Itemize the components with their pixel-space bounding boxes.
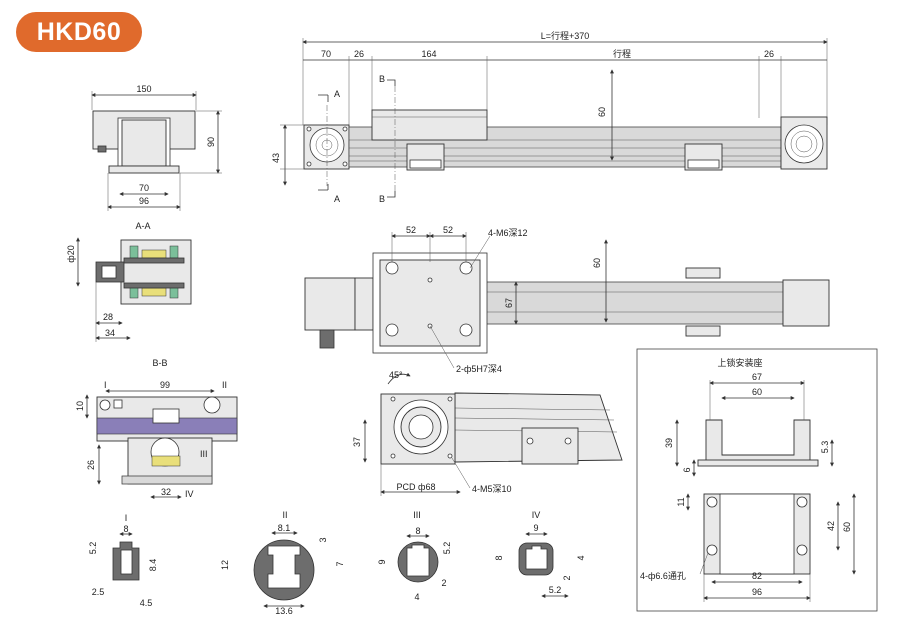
- dim-34: 34: [105, 328, 115, 338]
- slot-4-dim-5-2: 5.2: [549, 585, 562, 595]
- dim-stroke: 行程: [613, 48, 631, 59]
- section-b-b: B-B 99 I II 10 26 32 III IV: [75, 358, 238, 499]
- dim-28: 28: [103, 312, 113, 322]
- mount-title: 上锁安装座: [717, 357, 762, 368]
- dim-70-end: 70: [139, 183, 149, 193]
- dim-164: 164: [421, 49, 436, 59]
- slot-3-label: III: [413, 510, 421, 520]
- roman-2: II: [222, 380, 227, 390]
- dim-26-left: 26: [354, 49, 364, 59]
- slot-2-dim-13-6: 13.6: [275, 606, 293, 616]
- motor-view: 45° 37 PCD ф68 4-M5深10: [352, 370, 623, 496]
- slot-1-dim-5-2: 5.2: [88, 542, 98, 555]
- slot-1-dim-8-4: 8.4: [148, 559, 158, 572]
- slot-3-dim-2: 2: [441, 578, 446, 588]
- dim-52-a: 52: [406, 225, 416, 235]
- section-b-top: B: [379, 74, 385, 84]
- slot-3-dim-8: 8: [415, 526, 420, 536]
- slot-detail-2: II 8.1 3 12 7 13.6: [220, 510, 345, 616]
- label-b-b: B-B: [152, 358, 167, 368]
- mount-box: 上锁安装座 67 60 39 6 5.3 11 42 60 82 96 4-ф6…: [636, 348, 878, 612]
- label-pin: 2-ф5H7深4: [456, 364, 502, 374]
- roman-4: IV: [185, 489, 194, 499]
- slot-4-dim-8: 8: [494, 555, 504, 560]
- dim-60-mount: 60: [752, 387, 762, 397]
- side-view: 52 52 4-M6深12 60 67 2-ф5H7深4: [304, 225, 830, 374]
- slot-2-dim-12: 12: [220, 560, 230, 570]
- dim-99: 99: [160, 380, 170, 390]
- slot-2-dim-8-1: 8.1: [278, 523, 291, 533]
- dim-dia20: ф20: [66, 245, 76, 262]
- slot-1-label: I: [125, 513, 128, 523]
- dim-96-mount: 96: [752, 587, 762, 597]
- slot-2-dim-3: 3: [318, 537, 328, 542]
- dim-10: 10: [75, 401, 85, 411]
- slot-4-label: IV: [532, 510, 541, 520]
- dim-32: 32: [161, 487, 171, 497]
- dim-70: 70: [321, 49, 331, 59]
- roman-1: I: [104, 380, 107, 390]
- end-view: 150 90 70 96: [91, 84, 222, 211]
- slot-1-dim-2-5: 2.5: [92, 587, 105, 597]
- dim-39: 39: [664, 438, 674, 448]
- section-a-bottom: A: [334, 194, 340, 204]
- slot-4-dim-2: 2: [562, 575, 572, 580]
- slot-3-dim-4: 4: [414, 592, 419, 602]
- slot-3-dim-5-2: 5.2: [442, 542, 452, 555]
- dim-26-bb: 26: [86, 460, 96, 470]
- dim-43: 43: [271, 153, 281, 163]
- slot-4-dim-4: 4: [576, 555, 586, 560]
- dim-37: 37: [352, 437, 362, 447]
- label-pcd: PCD ф68: [397, 482, 436, 492]
- dim-60-side: 60: [592, 258, 602, 268]
- slot-detail-3: III 8 9 5.2 2 4: [377, 510, 452, 602]
- dim-60-top: 60: [597, 107, 607, 117]
- dim-52-b: 52: [443, 225, 453, 235]
- label-m5: 4-M5深10: [472, 484, 512, 494]
- dim-67-mount: 67: [752, 372, 762, 382]
- model-badge: HKD60: [16, 12, 142, 52]
- roman-3: III: [200, 449, 208, 459]
- top-view: L=行程+370 70 26 164 行程 26: [271, 30, 828, 204]
- slot-2-dim-7: 7: [335, 561, 345, 566]
- label-holes: 4-ф6.6通孔: [640, 571, 686, 581]
- dim-60-vertical: 60: [842, 522, 852, 532]
- slot-1-dim-8: 8: [123, 524, 128, 534]
- dim-150: 150: [136, 84, 151, 94]
- dim-total-length: L=行程+370: [541, 30, 590, 41]
- slot-4-dim-9: 9: [533, 523, 538, 533]
- slot-detail-1: I 8 5.2 8.4 2.5 4.5: [88, 513, 158, 608]
- slot-detail-4: IV 9 8 4 2 5.2: [494, 510, 586, 598]
- dim-26-right: 26: [764, 49, 774, 59]
- dim-67-side: 67: [504, 298, 514, 308]
- dim-6: 6: [682, 467, 692, 472]
- dim-90: 90: [206, 137, 216, 147]
- dim-5-3: 5.3: [820, 441, 830, 454]
- slot-1-dim-4-5: 4.5: [140, 598, 153, 608]
- label-m6: 4-M6深12: [488, 228, 528, 238]
- section-a-top: A: [334, 89, 340, 99]
- dim-82: 82: [752, 571, 762, 581]
- dim-96-end: 96: [139, 196, 149, 206]
- section-a-a: A-A ф20 28 34: [66, 221, 192, 342]
- slot-2-label: II: [282, 510, 287, 520]
- slot-3-dim-9: 9: [377, 559, 387, 564]
- dim-angle-45: 45°: [389, 370, 403, 380]
- label-a-a: A-A: [135, 221, 150, 231]
- dim-11: 11: [676, 497, 686, 506]
- section-b-bottom: B: [379, 194, 385, 204]
- dim-42: 42: [826, 521, 836, 531]
